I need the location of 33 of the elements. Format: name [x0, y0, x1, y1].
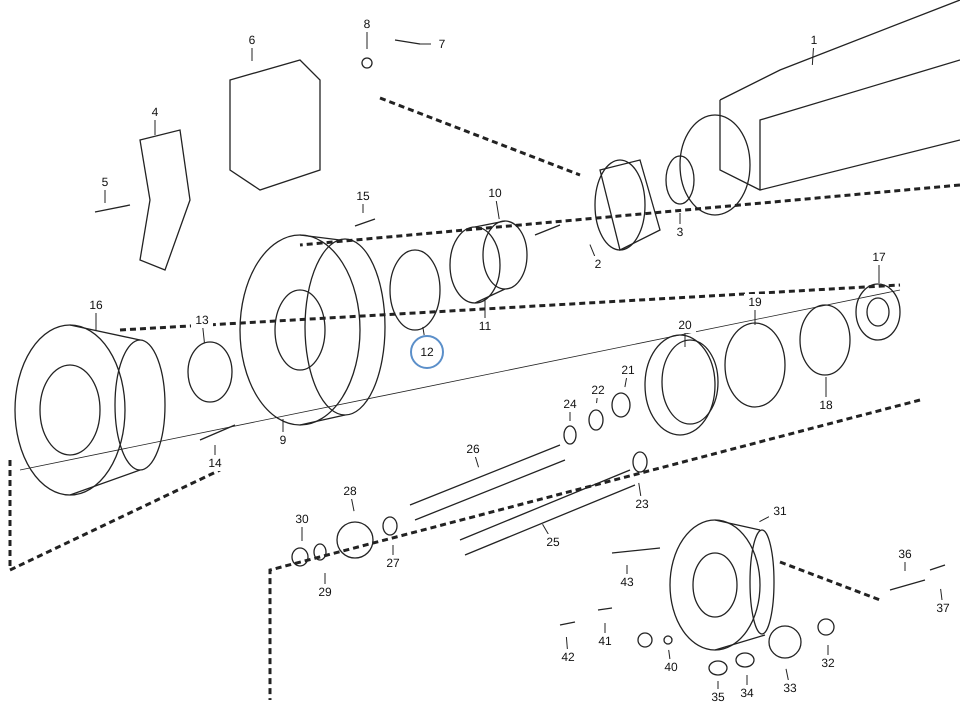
leader-line — [940, 588, 942, 600]
leader-line — [758, 516, 770, 522]
leader-line — [596, 398, 598, 404]
leader-line — [484, 298, 486, 318]
leader-line — [904, 562, 906, 572]
leader-line — [542, 524, 549, 534]
leader-line — [684, 332, 686, 348]
leader-line — [474, 456, 480, 468]
leader-line — [786, 668, 789, 680]
leader-line — [362, 204, 364, 214]
leader-line — [638, 482, 642, 496]
leader-line — [214, 444, 216, 456]
leader-line — [282, 418, 284, 432]
leader-line — [154, 120, 156, 136]
leader-line — [668, 649, 670, 660]
leader-line — [351, 498, 355, 512]
callout-number: 12 — [410, 335, 444, 369]
leader-line — [878, 264, 880, 284]
leader-line — [104, 190, 106, 204]
leader-line — [366, 32, 368, 50]
leader-line — [604, 622, 606, 634]
leader-line — [626, 564, 628, 574]
leader-line — [746, 674, 748, 686]
leader-line — [324, 572, 326, 584]
leader-line — [202, 328, 205, 344]
leader-line — [496, 200, 500, 220]
leader-line — [422, 326, 425, 336]
leader-line — [754, 310, 756, 326]
leader-line — [812, 48, 814, 66]
leader-line — [566, 636, 568, 650]
leader-line — [589, 244, 596, 256]
leader-line — [624, 378, 628, 388]
leader-line — [392, 544, 394, 556]
